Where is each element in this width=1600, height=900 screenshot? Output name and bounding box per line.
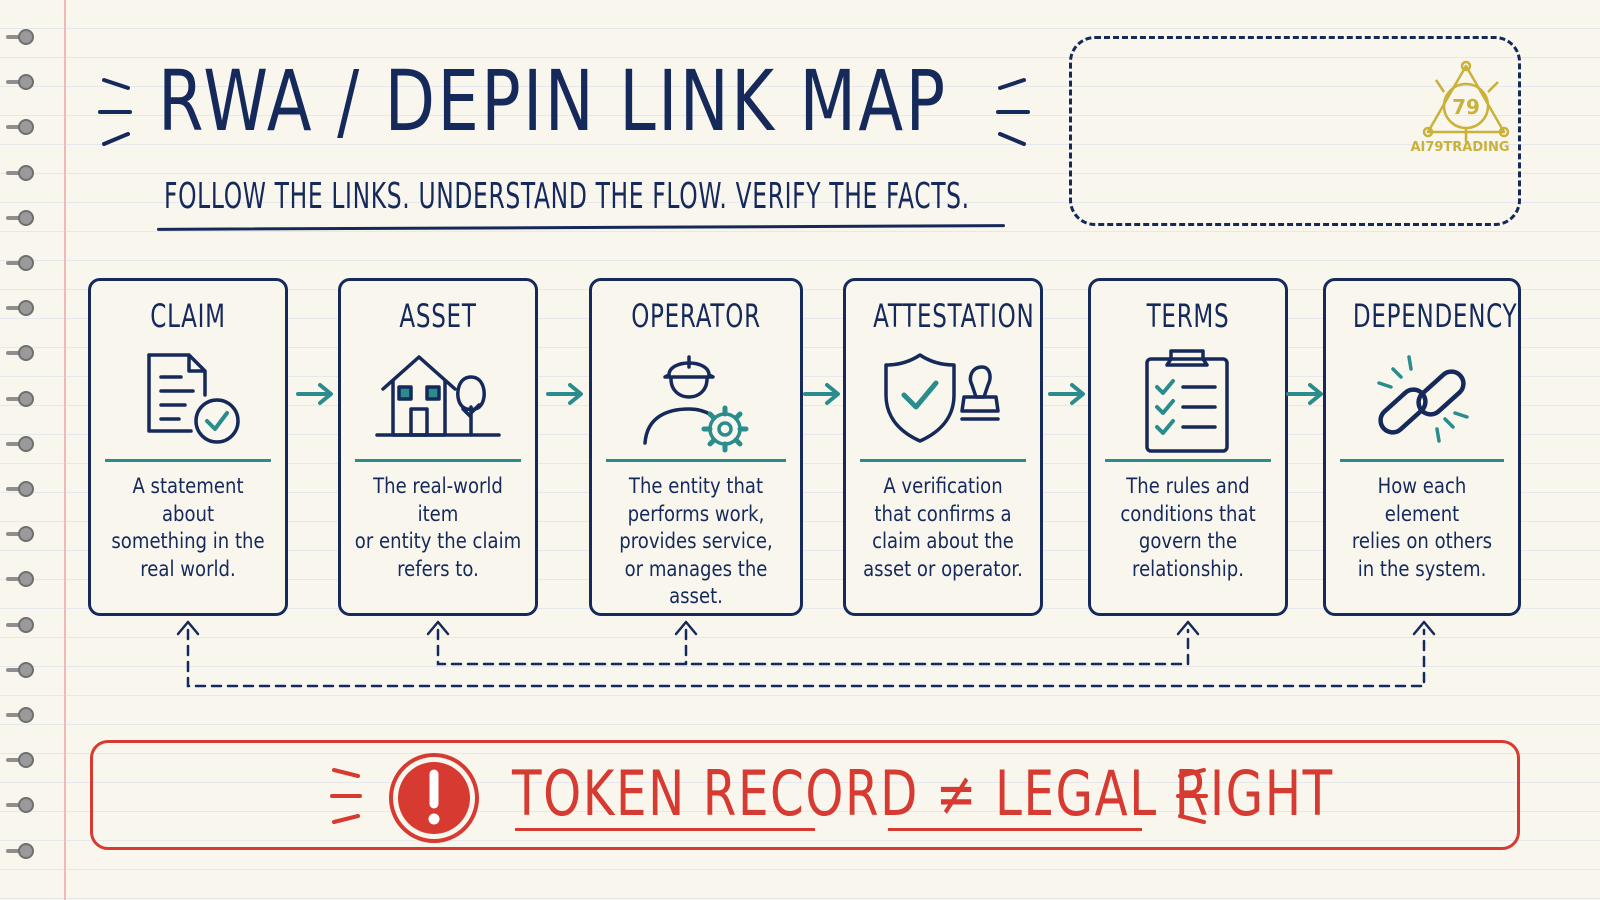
card-divider [1340, 459, 1504, 462]
card-terms: TERMS The rules and conditions that gove… [1088, 278, 1288, 616]
exclamation-icon [389, 753, 479, 843]
card-description: How each element relies on others in the… [1351, 474, 1493, 581]
left-emphasis-lines-icon [98, 78, 132, 146]
right-warning-emphasis-icon [1176, 768, 1208, 824]
card-title: ASSET [399, 297, 477, 335]
house-tree-icon [375, 355, 501, 437]
binding-ring [6, 390, 34, 407]
logo-wordmark: AI79TRADING [1410, 140, 1510, 155]
binding-ring [6, 209, 34, 226]
card-description: The entity that performs work, provides … [619, 474, 773, 608]
binding-ring [6, 255, 34, 271]
binding-ring [6, 797, 34, 814]
binding-ring [6, 616, 34, 633]
flow-arrow-icon [1286, 383, 1323, 405]
warning-right-underline [888, 828, 1142, 831]
card-description: A statement about something in the real … [111, 474, 265, 581]
warning-right-term: LEGAL RIGHT [994, 757, 1334, 830]
card-divider [1105, 459, 1271, 462]
binding-ring [6, 481, 34, 497]
binding-ring [6, 119, 34, 136]
card-title: TERMS [1146, 297, 1230, 335]
binding-ring [6, 300, 34, 317]
notebook-margin-line [64, 0, 66, 900]
card-description: The rules and conditions that govern the… [1120, 474, 1256, 581]
card-description: A verification that confirms a claim abo… [863, 474, 1023, 581]
binding-ring [6, 661, 34, 678]
binding-ring [6, 345, 34, 362]
binding-ring [6, 526, 34, 543]
not-equal-symbol: ≠ [935, 757, 979, 830]
page-tagline: FOLLOW THE LINKS. UNDERSTAND THE FLOW. V… [164, 176, 970, 217]
logo-placeholder-box [1069, 36, 1521, 226]
card-description: The real-world item or entity the claim … [354, 474, 522, 581]
ai79trading-logo-icon: 79 [1422, 60, 1510, 142]
card-divider [355, 459, 521, 462]
logo-number: 79 [1452, 95, 1480, 119]
binding-ring [6, 74, 34, 91]
warning-banner [90, 740, 1520, 850]
binding-ring [6, 752, 34, 769]
left-warning-emphasis-icon [330, 768, 362, 824]
card-title: CLAIM [150, 297, 226, 335]
document-check-icon [147, 353, 240, 444]
card-asset: ASSET The real-world item or entity the … [338, 278, 538, 616]
worker-gear-icon [643, 355, 749, 453]
clipboard-checklist-icon [1145, 349, 1229, 453]
card-claim: CLAIM A statement about something in the… [88, 278, 288, 616]
warning-text: TOKEN RECORD ≠ LEGAL RIGHT [512, 757, 1334, 830]
card-attestation: ATTESTATION A verification that confirms… [843, 278, 1043, 616]
binding-ring [6, 29, 34, 45]
broken-chain-icon [1377, 355, 1469, 443]
warning-left-underline [515, 828, 815, 831]
flow-arrow-icon [296, 383, 333, 405]
warning-left-term: TOKEN RECORD [512, 757, 919, 830]
card-title: OPERATOR [631, 297, 761, 335]
card-title: ATTESTATION [873, 297, 1035, 335]
shield-stamp-icon [884, 353, 1000, 443]
tagline-underline [156, 224, 1006, 231]
card-operator: OPERATOR The entity that performs work, … [589, 278, 803, 616]
binding-ring [6, 571, 34, 588]
flow-arrow-icon [546, 383, 583, 405]
page-title: RWA / DEPIN LINK MAP [158, 52, 948, 150]
card-divider [606, 459, 786, 462]
flow-arrow-icon [803, 383, 840, 405]
card-title: DEPENDENCY [1352, 297, 1518, 335]
binding-ring [6, 164, 34, 181]
card-dependency: DEPENDENCY How each element relies on ot… [1323, 278, 1521, 616]
flow-arrow-icon [1048, 383, 1085, 405]
binding-ring [6, 435, 34, 452]
card-divider [860, 459, 1026, 462]
binding-ring [6, 707, 34, 723]
card-divider [105, 459, 271, 462]
binding-ring [6, 842, 34, 859]
right-emphasis-lines-icon [996, 78, 1030, 146]
